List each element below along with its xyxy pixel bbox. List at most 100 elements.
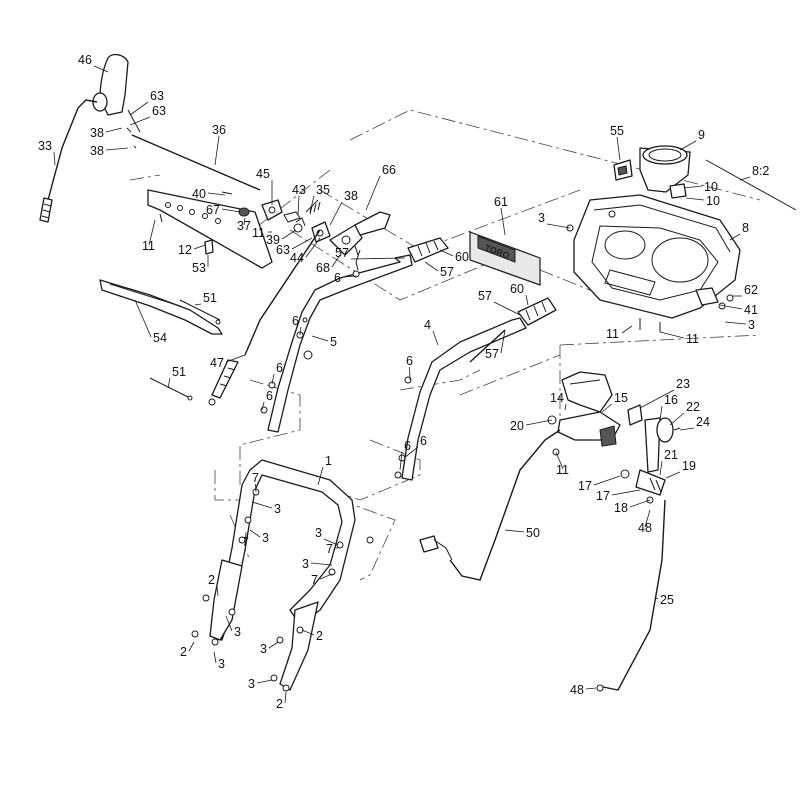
callout-label: 4 xyxy=(424,318,431,332)
callout-leader xyxy=(365,175,381,211)
callout-label: 8 xyxy=(742,221,749,235)
callout-label: 44 xyxy=(290,251,304,265)
callout-label: 6 xyxy=(266,389,273,403)
callout-leader xyxy=(281,229,297,240)
callout-label: 15 xyxy=(614,391,628,405)
callout-label: 17 xyxy=(596,489,610,503)
callout-label: 8:2 xyxy=(752,164,769,178)
callout-label: 21 xyxy=(664,448,678,462)
callout-label: 35 xyxy=(316,183,330,197)
callout-label: 3 xyxy=(315,526,322,540)
callout-label: 63 xyxy=(150,89,164,103)
callout-leader xyxy=(564,403,567,411)
callout-label: 2 xyxy=(208,573,215,587)
callout-label: 38 xyxy=(344,189,358,203)
callout-label: 38 xyxy=(90,144,104,158)
dash-housing xyxy=(566,145,797,332)
callout-leader xyxy=(493,301,521,316)
callout-label: 24 xyxy=(696,415,710,429)
callout-label: 18 xyxy=(614,501,628,515)
callout-label: 50 xyxy=(526,526,540,540)
callout-leader xyxy=(93,65,109,73)
callout-leader xyxy=(317,466,324,486)
callout-label: 16 xyxy=(664,393,678,407)
callout-label: 9 xyxy=(698,128,705,142)
callout-leader xyxy=(500,329,506,354)
callout-label: 11 xyxy=(142,239,155,253)
callout-label: 37 xyxy=(237,219,251,233)
callout-label: 39 xyxy=(266,233,280,247)
callout-label: 22 xyxy=(686,400,700,414)
callout-leader xyxy=(616,136,621,161)
callout-leader xyxy=(129,101,149,116)
callout-leader xyxy=(299,326,302,336)
callout-leader xyxy=(504,529,525,533)
callout-label: 3 xyxy=(748,318,755,332)
callout-leader xyxy=(679,427,695,431)
callout-label: 48 xyxy=(570,683,584,697)
callout-leader xyxy=(255,483,257,493)
callout-label: 6 xyxy=(404,439,411,453)
callout-leader xyxy=(309,195,315,213)
callout-label: 36 xyxy=(212,123,226,137)
callout-label: 63 xyxy=(152,104,166,118)
callout-leader xyxy=(129,116,151,126)
callout-leader xyxy=(439,249,454,257)
callout-label: 47 xyxy=(210,356,224,370)
callout-leader xyxy=(659,460,663,476)
callout-leader xyxy=(256,679,273,684)
callout-leader xyxy=(331,254,341,268)
callout-leader xyxy=(629,499,651,508)
callout-label: 3 xyxy=(218,657,225,671)
callout-leader xyxy=(655,597,659,600)
callout-leader xyxy=(525,419,553,426)
callout-leader xyxy=(644,509,651,528)
shift-rod-assembly xyxy=(39,53,261,223)
callout-label: 60 xyxy=(455,250,469,264)
callout-leader xyxy=(679,140,697,151)
linkage-parts xyxy=(238,199,363,256)
callout-label: 43 xyxy=(292,183,306,197)
callout-leader xyxy=(291,237,313,250)
callout-label: 68 xyxy=(316,261,330,275)
callout-leader xyxy=(249,529,261,538)
callout-leader xyxy=(194,303,202,306)
callout-leader xyxy=(148,219,156,246)
callout-label: 3 xyxy=(260,642,267,656)
callout-leader xyxy=(593,475,621,486)
callout-leader xyxy=(214,135,220,166)
upper-handle-left xyxy=(267,237,449,433)
callout-label: 57 xyxy=(335,246,349,260)
callout-label: 33 xyxy=(38,139,52,153)
callout-leader xyxy=(685,197,705,201)
callout-label: 1 xyxy=(325,454,332,468)
callout-label: 7 xyxy=(252,471,259,485)
callout-leader xyxy=(669,412,685,426)
callout-label: 7 xyxy=(326,542,333,556)
callout-leader xyxy=(323,538,339,546)
callout-leader xyxy=(193,244,206,250)
callout-leader xyxy=(261,401,265,411)
callout-leader xyxy=(225,354,246,363)
callout-label: 6 xyxy=(334,271,341,285)
callout-label: 63 xyxy=(276,243,290,257)
callout-leader xyxy=(659,331,685,339)
callout-leader xyxy=(207,192,226,196)
cable-47 xyxy=(208,229,321,406)
callout-label: 62 xyxy=(744,283,758,297)
callout-label: 7 xyxy=(242,535,249,549)
callout-leader xyxy=(134,299,152,338)
callout-label: 17 xyxy=(578,479,592,493)
callout-leader xyxy=(350,257,406,260)
callout-leader xyxy=(601,403,613,413)
callout-leader xyxy=(739,176,751,181)
callout-leader xyxy=(342,275,357,278)
callout-label: 45 xyxy=(256,167,270,181)
callout-label: 7 xyxy=(311,573,318,587)
callout-label: 55 xyxy=(610,124,624,138)
callout-leader xyxy=(305,237,321,258)
callout-leader xyxy=(243,217,246,226)
callout-leader xyxy=(719,304,743,310)
callout-leader xyxy=(245,531,247,542)
